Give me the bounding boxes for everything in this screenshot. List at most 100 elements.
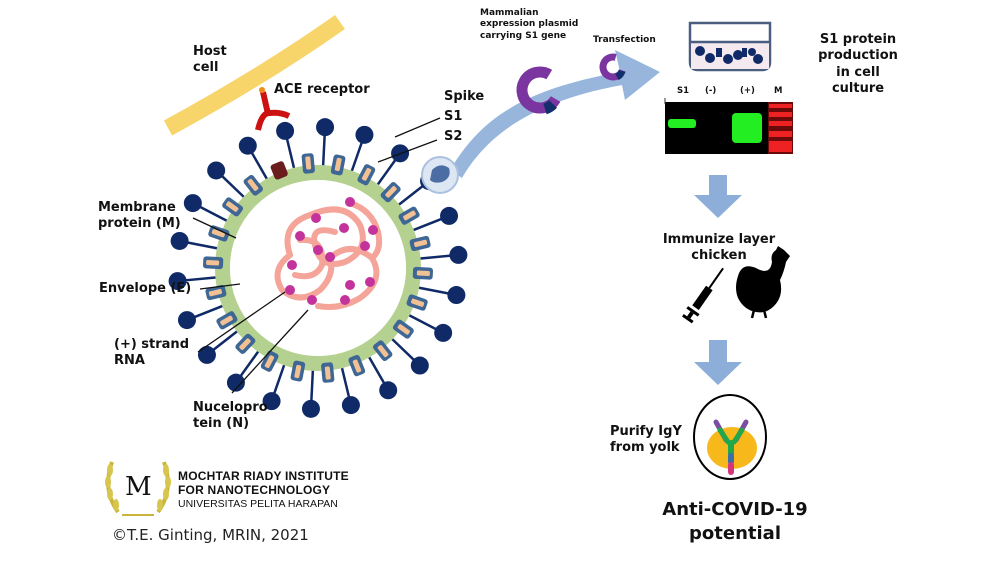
gel-lane-label: (+) [740, 86, 755, 96]
western-blot-gel [664, 98, 793, 154]
institute-logo [105, 461, 171, 516]
membrane-protein-core [361, 167, 372, 181]
membrane-protein-core [385, 186, 397, 198]
spike-head-icon [341, 396, 360, 415]
nucleoprotein-dot [311, 213, 321, 223]
nucleoprotein-dot [307, 295, 317, 305]
rna-strand [274, 252, 335, 301]
membrane-protein-core [220, 315, 233, 326]
nucleoprotein-dot [360, 241, 370, 251]
membrane-protein-core [239, 338, 251, 350]
membrane-protein-core [226, 201, 239, 212]
membrane-protein-core [247, 178, 259, 191]
spike-head-icon [207, 161, 226, 180]
leader-lines [192, 117, 441, 394]
nucleoprotein-dot [295, 231, 305, 241]
membrane-protein-core [403, 210, 416, 221]
spike-head-icon [316, 118, 335, 137]
ace-receptor-icon [255, 87, 291, 131]
membrane-protein-core [377, 345, 389, 358]
down-arrow-1 [694, 175, 742, 218]
spike-head-icon [183, 194, 202, 213]
nucleoprotein-dot [368, 225, 378, 235]
spike-head-icon [355, 125, 374, 144]
label-membrane-protein: Membrane protein (M) [98, 200, 181, 232]
label-host-cell: Host cell [193, 44, 227, 76]
chicken-icon [736, 246, 790, 319]
spike-head-icon [434, 323, 453, 342]
membrane-protein-core [334, 157, 342, 172]
label-transfection: Transfection [593, 35, 656, 45]
nucleoprotein-dot [365, 277, 375, 287]
label-nucleoprotein: Nucelopro tein (N) [193, 400, 268, 432]
transfection-arrow [450, 50, 660, 178]
rna-strand [292, 236, 326, 280]
spike-head-icon [262, 392, 281, 411]
nucleoprotein-dot [340, 295, 350, 305]
gel-lane-label: S1 [677, 86, 690, 96]
label-final-result: Anti-COVID-19 potential [662, 499, 808, 545]
membrane-protein-core [264, 355, 275, 369]
label-plasmid: Mammalian expression plasmid carrying S1… [480, 8, 579, 41]
label-s2: S2 [444, 129, 463, 144]
nucleoprotein-dot [313, 245, 323, 255]
envelope-protein-icon [270, 161, 288, 180]
membrane-protein-core [206, 259, 220, 266]
spike-head-icon [447, 286, 466, 305]
nucleoprotein-dot [285, 285, 295, 295]
membrane-protein-core [208, 288, 223, 297]
spike-head-icon [197, 345, 216, 364]
membrane-protein-core [211, 229, 225, 238]
membrane-protein-core [397, 324, 410, 335]
igy-antibody-icon [713, 419, 749, 475]
nucleoprotein-dot [345, 280, 355, 290]
logo-letter: M [125, 472, 152, 502]
cell-culture-dish-icon [688, 21, 772, 72]
label-rna: (+) strand RNA [114, 337, 189, 369]
spike-head-icon [238, 136, 257, 155]
membrane-protein-core [352, 359, 362, 373]
down-arrow-2 [694, 340, 742, 385]
label-purify: Purify IgY from yolk [610, 424, 682, 456]
label-immunize: Immunize layer chicken [662, 232, 776, 264]
nucleoprotein-dot [325, 252, 335, 262]
membrane-protein-core [324, 366, 331, 380]
gel-lane-label: M [774, 86, 783, 96]
spike-head-icon [449, 245, 468, 264]
spike-highlight-bubble [421, 156, 459, 194]
spike-head-icon [168, 272, 187, 291]
plasmid-small-icon [599, 53, 627, 81]
gel-lane-label: (-) [705, 86, 717, 96]
spike-head-icon [440, 206, 459, 225]
spike-head-icon [301, 399, 320, 418]
virus-particle [168, 118, 468, 418]
spike-head-icon [410, 356, 429, 375]
gel-band-positive [732, 113, 762, 143]
nucleoprotein-dot [345, 197, 355, 207]
membrane-protein-core [416, 270, 430, 277]
institute-line-3: UNIVERSITAS PELITA HARAPAN [178, 497, 338, 510]
host-cell-membrane [163, 15, 345, 136]
syringe-icon [682, 267, 724, 324]
spike-head-icon [276, 121, 295, 140]
rna-strand [315, 246, 380, 310]
label-s1: S1 [444, 109, 463, 124]
egg-igy-icon [693, 394, 767, 480]
nucleoprotein-dot [339, 223, 349, 233]
label-ace-receptor: ACE receptor [274, 82, 370, 97]
institute-name: MOCHTAR RIADY INSTITUTE FOR NANOTECHNOLO… [178, 469, 349, 510]
gel-band-s1 [668, 119, 696, 128]
label-envelope: Envelope (E) [99, 281, 192, 296]
spike-head-icon [177, 311, 196, 330]
membrane-protein-core [294, 364, 302, 379]
spike-head-icon [379, 381, 398, 400]
institute-line-2: FOR NANOTECHNOLOGY [178, 482, 331, 497]
membrane-protein-core [305, 156, 312, 170]
institute-line-1: MOCHTAR RIADY INSTITUTE [178, 469, 349, 483]
copyright-text: ©T.E. Ginting, MRIN, 2021 [112, 526, 309, 544]
membrane-protein-core [413, 239, 428, 248]
label-spike: Spike [444, 89, 485, 104]
nucleoprotein-dot [287, 260, 297, 270]
spike-head-icon [226, 373, 245, 392]
